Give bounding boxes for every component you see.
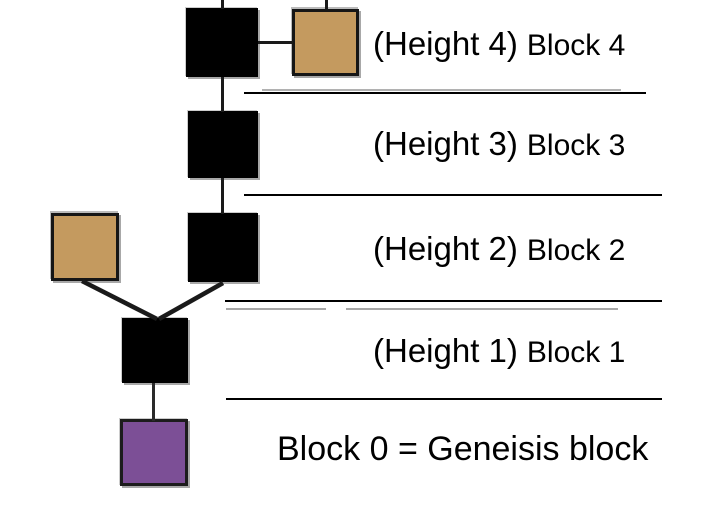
- genesis-caption: Block 0 = Geneisis block: [277, 430, 649, 468]
- fork-block-height-4: [292, 9, 359, 76]
- label-row-height-1: (Height 1) Block 1: [373, 334, 625, 368]
- block-height-1: [122, 318, 188, 383]
- block-1-label: Block 1: [526, 336, 626, 369]
- block-height-2: [188, 213, 258, 282]
- chain-link-fork2-1: [80, 278, 159, 322]
- height-1-label: (Height 1): [373, 332, 518, 369]
- label-row-height-4: (Height 4) Block 4: [373, 27, 625, 61]
- label-row-height-3: (Height 3) Block 3: [373, 127, 625, 161]
- block-height-3: [188, 111, 258, 178]
- block-3-label: Block 3: [526, 129, 626, 162]
- height-3-label: (Height 3): [373, 125, 518, 162]
- height-4-label: (Height 4): [373, 25, 518, 62]
- fork-block-height-2: [51, 213, 119, 281]
- genesis-block: [120, 419, 188, 486]
- label-row-height-2: (Height 2) Block 2: [373, 232, 625, 266]
- block-2-label: Block 2: [526, 234, 626, 267]
- block-height-4: [186, 8, 258, 77]
- block-4-label: Block 4: [526, 29, 626, 62]
- chain-link-2-1: [157, 281, 225, 321]
- height-2-label: (Height 2): [373, 230, 518, 267]
